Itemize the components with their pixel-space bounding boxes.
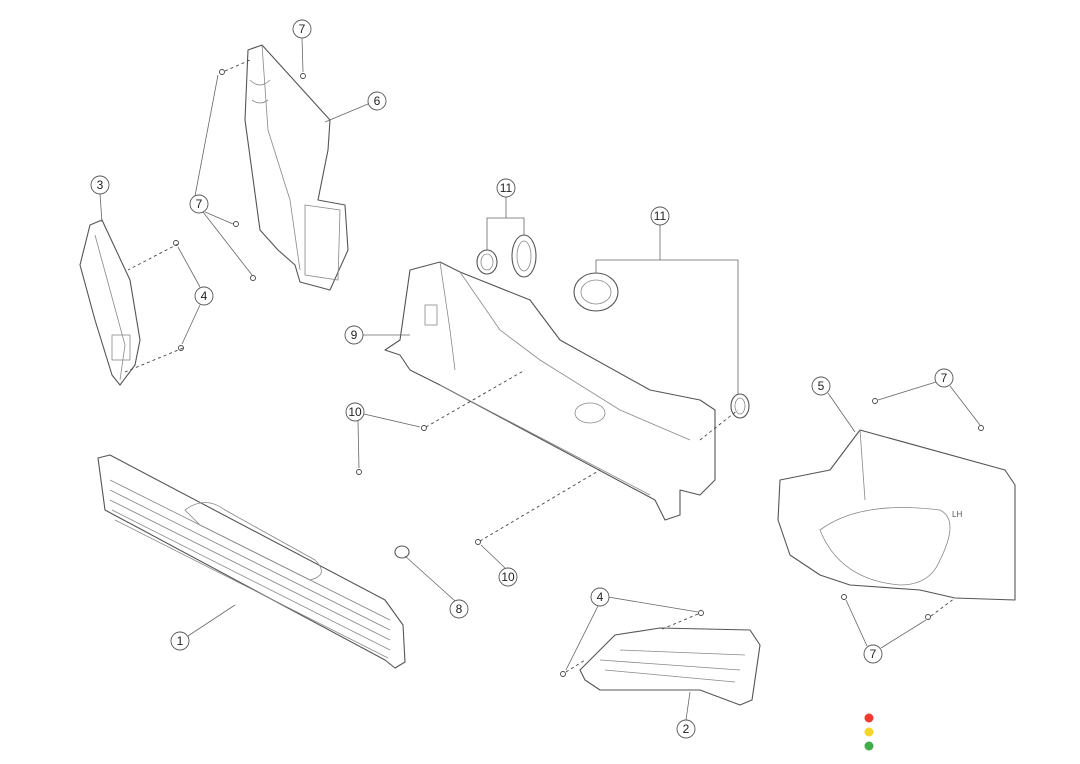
part-8-clip [394,545,410,559]
callout-7: 7 [863,644,883,664]
callout-1: 1 [170,631,190,651]
callout-7: 7 [292,19,312,39]
callout-9: 9 [344,325,364,345]
part-9-main-frame [384,261,716,521]
svg-text:1: 1 [177,634,184,648]
svg-text:7: 7 [941,371,948,385]
callout-10: 10 [345,402,365,422]
callout-4: 4 [194,286,214,306]
red-dot [864,713,874,723]
svg-text:4: 4 [201,289,208,303]
svg-text:11: 11 [500,181,513,195]
screws [173,69,984,677]
svg-text:4: 4 [597,590,604,604]
svg-text:3: 3 [97,178,104,192]
callout-4: 4 [590,587,610,607]
part-3-left-bracket [79,219,141,386]
svg-text:8: 8 [456,602,463,616]
svg-text:10: 10 [348,405,362,419]
svg-text:2: 2 [683,722,690,736]
svg-text:9: 9 [351,328,358,342]
svg-text:7: 7 [870,647,877,661]
svg-text:5: 5 [818,379,825,393]
callout-7: 7 [189,194,209,214]
callout-6: 6 [367,91,387,111]
part-6-upper-duct [244,44,349,291]
leader-lines [99,37,981,721]
part-5-side-duct: LH [777,429,1016,601]
part-5-marking: LH [952,510,962,519]
callout-3: 3 [90,175,110,195]
svg-text:10: 10 [501,570,515,584]
callout-11: 11 [496,178,516,198]
callout-7: 7 [934,368,954,388]
svg-text:7: 7 [299,22,306,36]
callout-11: 11 [650,206,670,226]
part-11-seals [476,234,750,419]
part-2-lower-grille [579,627,761,706]
part-1-grille [97,454,406,669]
green-dot [864,741,874,751]
svg-text:6: 6 [374,94,381,108]
status-lights [864,713,874,751]
callout-5: 5 [811,376,831,396]
callout-8: 8 [449,599,469,619]
callout-10: 10 [498,567,518,587]
svg-text:7: 7 [196,197,203,211]
assembly-dash-lines [124,59,956,673]
callout-2: 2 [676,719,696,739]
yellow-dot [864,727,874,737]
svg-text:11: 11 [654,209,667,223]
